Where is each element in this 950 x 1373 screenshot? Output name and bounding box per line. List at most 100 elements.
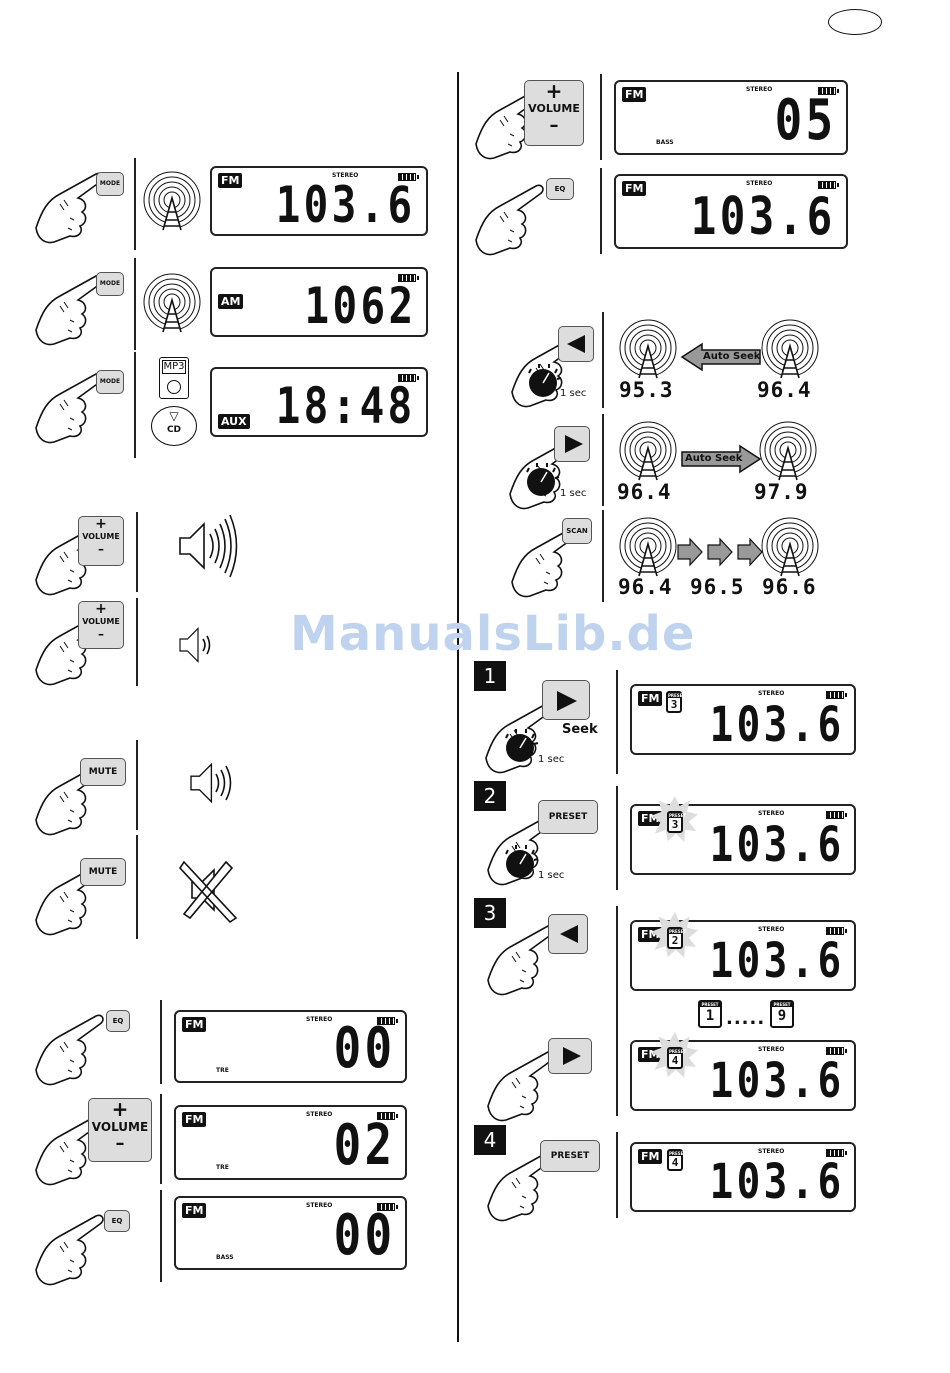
separator <box>136 598 138 686</box>
preset-range-end: PRESET 9 <box>770 1000 794 1028</box>
seek-back-button[interactable] <box>548 914 588 954</box>
plus-label: + <box>95 516 107 532</box>
separator <box>602 414 604 506</box>
preset-range-dots: ..... <box>726 1008 766 1029</box>
mode-indicator: FM <box>638 1149 663 1164</box>
volume-down-button[interactable]: + VOLUME – <box>78 601 124 649</box>
battery-icon <box>826 1047 847 1055</box>
stereo-indicator: STEREO <box>758 690 785 697</box>
preset-button[interactable]: PRESET <box>540 1140 600 1172</box>
speaker-medium-icon <box>190 763 232 803</box>
separator <box>616 1132 618 1218</box>
mute-button[interactable]: MUTE <box>80 758 126 786</box>
stereo-indicator: STEREO <box>332 172 359 179</box>
scan-frequency-2: 96.5 <box>690 575 745 599</box>
lcd-display-preset-3b: FM PRESET 4 STEREO 103.6 <box>630 1032 856 1111</box>
frequency-digits: 1062 <box>304 277 416 335</box>
scan-button[interactable]: SCAN <box>562 518 592 544</box>
preset-indicator: PRESET 3 <box>667 811 686 833</box>
preset-tag: PRESET <box>669 1151 687 1156</box>
volume-button[interactable]: + VOLUME – <box>88 1098 152 1162</box>
mode-button[interactable]: MODE <box>96 370 124 394</box>
preset-button[interactable]: PRESET <box>538 800 598 834</box>
minus-label: – <box>115 1133 125 1154</box>
separator <box>616 670 618 774</box>
stereo-indicator: STEREO <box>306 1111 333 1118</box>
lcd-display-preset-3a: FM PRESET 2 STEREO 103.6 <box>630 912 856 991</box>
preset-indicator: PRESET 2 <box>667 927 687 949</box>
preset-indicator: PRESET 3 <box>666 691 685 713</box>
radio-tower-icon <box>619 421 677 481</box>
battery-icon <box>398 173 419 181</box>
mode-indicator: FM <box>622 87 647 102</box>
volume-up-button[interactable]: + VOLUME – <box>78 516 124 566</box>
auto-seek-arrow-right-icon <box>681 444 762 474</box>
volume-label: VOLUME <box>82 617 120 626</box>
fm-radio-tower-icon <box>143 171 201 231</box>
stereo-indicator: STEREO <box>306 1016 333 1023</box>
mode-indicator: FM <box>182 1203 207 1218</box>
eq-button[interactable]: EQ <box>546 178 574 200</box>
mode-button[interactable]: MODE <box>96 272 124 296</box>
volume-button[interactable]: + VOLUME – <box>524 80 584 146</box>
battery-icon <box>818 87 839 95</box>
treble-label: TRE <box>216 1067 229 1074</box>
step-number-2: 2 <box>474 781 506 811</box>
preset-range-start: PRESET 1 <box>698 1000 722 1028</box>
separator <box>134 158 136 250</box>
mode-indicator: AM <box>218 294 244 309</box>
speaker-loud-icon <box>179 514 238 578</box>
mode-indicator: FM <box>638 691 663 706</box>
preset-number: 9 <box>777 1008 787 1024</box>
stereo-indicator: STEREO <box>306 1202 333 1209</box>
separator <box>134 352 136 458</box>
seek-forward-button[interactable] <box>548 1038 592 1074</box>
frequency-digits: 103.6 <box>709 817 844 873</box>
eq-button[interactable]: EQ <box>104 1210 130 1232</box>
mute-button[interactable]: MUTE <box>80 858 126 886</box>
mp3-player-icon: MP3 <box>159 357 189 399</box>
minus-label: – <box>549 115 559 136</box>
seek-forward-button[interactable] <box>554 426 590 462</box>
cd-label: CD <box>166 425 182 435</box>
level-digits: 00 <box>333 1203 395 1268</box>
am-radio-tower-icon <box>143 273 201 333</box>
watermark: ManualsLib.de <box>290 606 696 662</box>
lcd-display-preset-2: FM PRESET 3 STEREO 103.6 <box>630 796 856 875</box>
frequency-digits: 103.6 <box>691 187 836 247</box>
frequency-found: 97.9 <box>754 480 809 504</box>
battery-icon <box>826 927 847 935</box>
separator <box>160 1000 162 1084</box>
one-second-label: 1 sec <box>560 388 587 399</box>
frequency-digits: 103.6 <box>709 1053 844 1109</box>
seek-back-button[interactable] <box>558 326 594 362</box>
minus-label: – <box>98 627 104 641</box>
separator <box>600 168 602 254</box>
eq-button[interactable]: EQ <box>106 1010 130 1032</box>
battery-icon <box>377 1203 398 1211</box>
frequency-digits: 103.6 <box>709 697 844 753</box>
step-number-1: 1 <box>474 661 506 691</box>
arrow-right-icon <box>563 1047 581 1065</box>
auto-seek-arrow-left-icon <box>680 342 761 372</box>
separator <box>136 740 138 830</box>
arrow-left-icon <box>560 925 578 943</box>
preset-tag: PRESET <box>669 929 687 934</box>
seek-forward-button[interactable] <box>542 680 590 720</box>
lcd-display-preset-1: FM PRESET 3 STEREO 103.6 <box>630 684 856 755</box>
battery-icon <box>377 1112 398 1120</box>
separator <box>602 510 604 602</box>
preset-number: 1 <box>705 1008 715 1024</box>
treble-label: TRE <box>216 1164 229 1171</box>
frequency-digits: 103.6 <box>709 1154 844 1210</box>
minus-label: – <box>98 542 104 556</box>
radio-tower-icon <box>761 517 819 577</box>
auto-seek-label: Auto Seek <box>703 351 761 362</box>
stereo-indicator: STEREO <box>758 810 785 817</box>
radio-tower-icon <box>761 319 819 379</box>
mp3-wheel-icon <box>167 380 181 394</box>
preset-number: 3 <box>670 698 678 711</box>
mode-button[interactable]: MODE <box>96 172 124 196</box>
auto-seek-label: Auto Seek <box>685 453 743 464</box>
hand-pointer-icon <box>475 184 544 256</box>
